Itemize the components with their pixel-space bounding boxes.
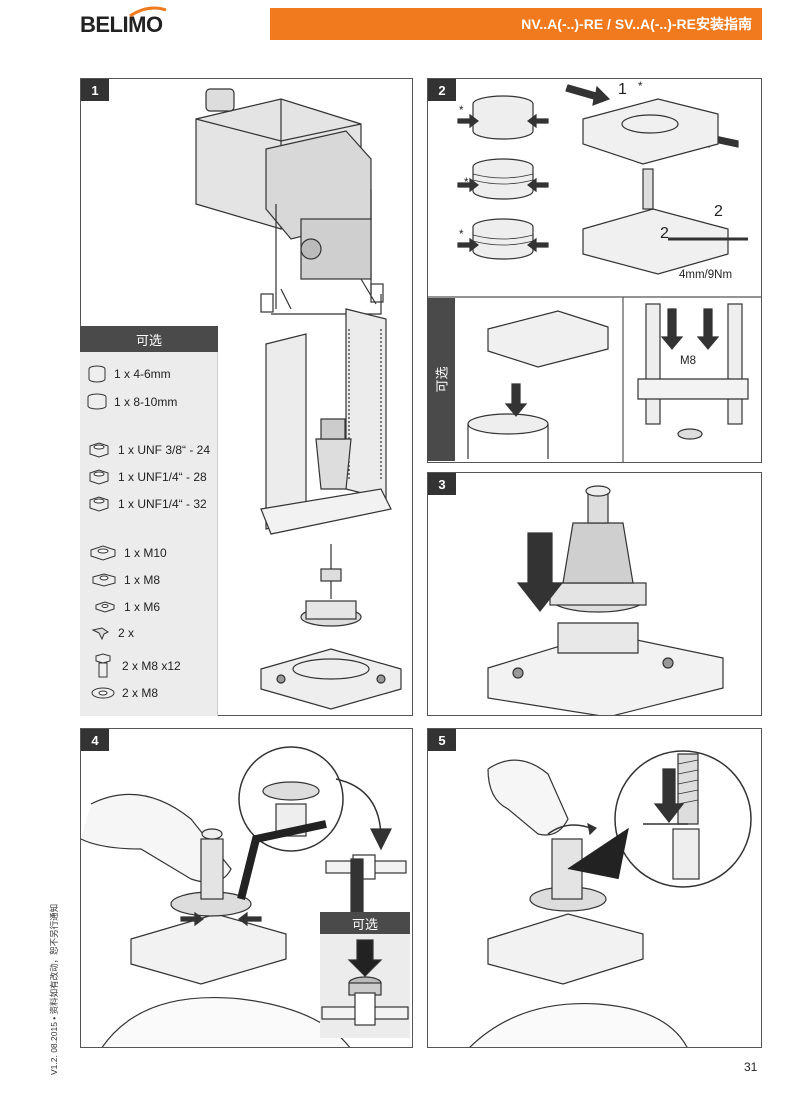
- clip-icon: [91, 627, 109, 641]
- bolt-icon: [95, 653, 111, 678]
- part-row-bolt: 2 x M8 x12: [90, 652, 181, 680]
- screw-tightening-illustration: [469, 750, 752, 1047]
- step-number: 4: [81, 729, 109, 751]
- part-label: 1 x UNF 3/8“ - 24: [118, 443, 211, 457]
- brand-name: BELIMO: [80, 12, 163, 37]
- part-row-washer: 2 x M8: [90, 686, 158, 700]
- optional-side-tab: 可选: [427, 298, 455, 461]
- actuator-exploded-illustration: [195, 88, 402, 710]
- part-row-m10: 1 x M10: [88, 544, 167, 562]
- part-row-unf-38-24: 1 x UNF 3/8“ - 24: [86, 440, 210, 460]
- hex-nut-icon: [95, 601, 115, 613]
- part-row-spacer-small: 1 x 4-6mm: [86, 364, 171, 384]
- step-number: 1: [81, 79, 109, 101]
- step-number: 2: [428, 79, 456, 101]
- asterisk-mark-1: *: [459, 105, 464, 117]
- asterisk-mark-3: *: [459, 229, 464, 241]
- hex-nut-icon: [89, 469, 109, 485]
- part-label: 2 x M8 x12: [122, 659, 181, 673]
- bolt-size-label: M8: [680, 355, 696, 367]
- part-row-m8: 1 x M8: [90, 571, 160, 589]
- hex-nut-icon: [89, 442, 109, 458]
- step-panel-5: 5: [427, 728, 762, 1048]
- step-label-2a: 2: [714, 203, 723, 220]
- part-label: 1 x UNF1/4“ - 28: [118, 470, 207, 484]
- part-row-unf-14-32: 1 x UNF1/4“ - 32: [86, 494, 207, 514]
- part-label: 1 x UNF1/4“ - 32: [118, 497, 207, 511]
- part-label: 1 x 8-10mm: [114, 395, 178, 409]
- optional-side-label: 可选: [434, 366, 450, 393]
- part-row-spacer-large: 1 x 8-10mm: [86, 392, 177, 412]
- hex-nut-icon: [92, 573, 116, 587]
- document-title-bar: NV..A(-..)-RE / SV..A(-..)-RE安装指南: [270, 8, 762, 40]
- adapter-selection-illustration: [428, 84, 761, 462]
- washer-icon: [91, 687, 115, 699]
- step-number: 5: [428, 729, 456, 751]
- part-label: 1 x M8: [124, 573, 161, 587]
- step-panel-1: 1: [80, 78, 413, 716]
- logo-swoosh-icon: [129, 6, 167, 18]
- page-number: 31: [744, 1060, 758, 1074]
- hex-nut-icon: [89, 496, 109, 512]
- version-note-text: V1.2. 08.2015 • 资料如有改动，恕不另行通知: [49, 903, 59, 1075]
- optional-nut-header: 可选: [320, 912, 410, 934]
- asterisk-mark-4: *: [638, 81, 643, 93]
- part-label: 1 x 4-6mm: [114, 367, 171, 381]
- torque-spec: 4mm/9Nm: [679, 269, 733, 281]
- part-label: 1 x M10: [124, 546, 167, 560]
- optional-parts-panel: 可选 1 x 4-6mm 1 x 8-10mm 1 x UNF 3/8“ - 2…: [80, 326, 218, 716]
- part-label: 1 x M6: [124, 600, 161, 614]
- part-label: 2 x: [118, 626, 135, 640]
- document-title: NV..A(-..)-RE / SV..A(-..)-RE安装指南: [521, 16, 752, 32]
- optional-nut-illustration: [321, 939, 409, 1026]
- coupling-mount-illustration: [487, 485, 724, 715]
- part-label: 2 x M8: [122, 686, 159, 700]
- step-label-1: 1: [618, 81, 627, 98]
- version-note: V1.2. 08.2015 • 资料如有改动，恕不另行通知: [48, 880, 60, 1075]
- step-panel-2: 2: [427, 78, 762, 463]
- step-panel-3: 3: [427, 472, 762, 716]
- step-number: 3: [428, 473, 456, 495]
- hex-nut-icon: [90, 545, 116, 561]
- spacer-small-icon: [88, 365, 106, 383]
- belimo-logo: BELIMO: [80, 6, 167, 39]
- adapter-alignment-illustration: [81, 746, 407, 1047]
- asterisk-mark-2: *: [464, 177, 469, 189]
- optional-parts-header: 可选: [80, 326, 218, 352]
- part-row-clip: 2 x: [90, 624, 134, 642]
- part-row-unf-14-28: 1 x UNF1/4“ - 28: [86, 467, 207, 487]
- step-label-2b: 2: [660, 225, 669, 242]
- spacer-large-icon: [87, 393, 107, 410]
- part-row-m6: 1 x M6: [92, 598, 160, 616]
